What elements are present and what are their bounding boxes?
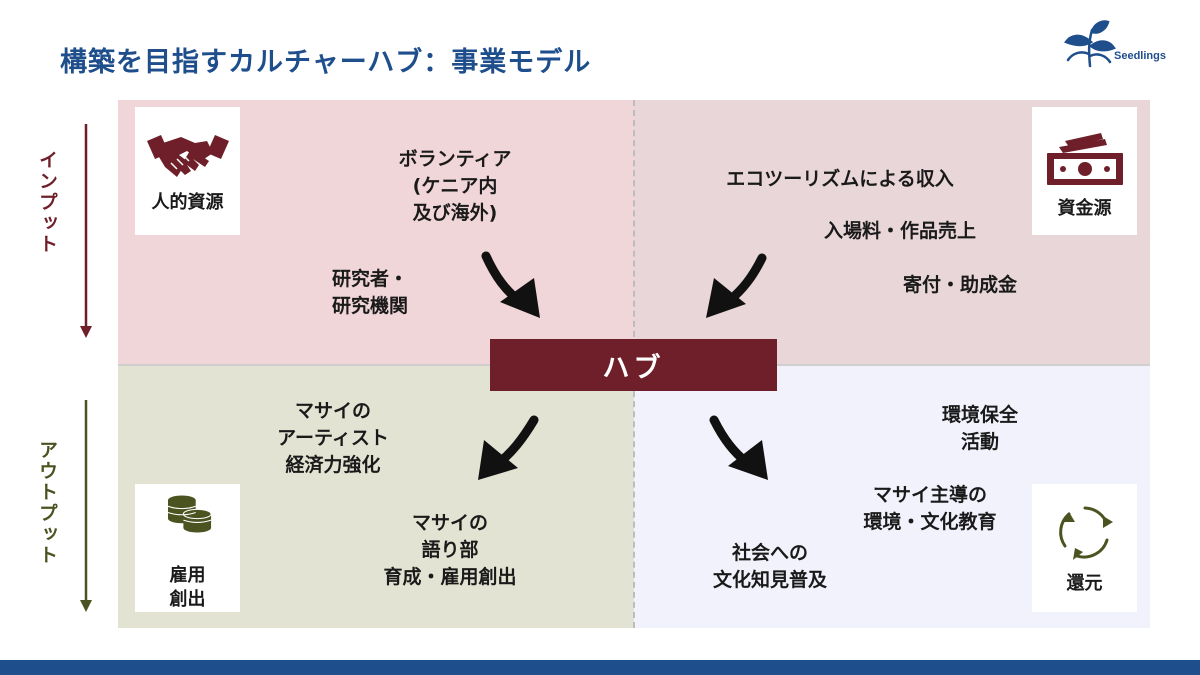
item-cultural-diffusion: 社会への 文化知見普及 [712,542,827,591]
arrow-hub-to-return [709,415,768,480]
card-label-job-creation: 雇用 創出 [170,540,206,612]
card-funding-sources: 資金源 [1032,107,1137,235]
bottom-bar [0,660,1200,675]
item-maasai-education: マサイ主導の 環境・文化教育 [863,484,997,533]
item-volunteers: ボランティア (ケニア内 及び海外) [398,148,512,224]
logo-text: Seedlings [1114,50,1166,62]
output-axis-label: アウトプット [36,440,58,566]
item-admission-sales: 入場料・作品売上 [823,220,976,242]
input-axis-label: インプット [36,150,58,255]
card-label-return: 還元 [1066,573,1103,594]
card-label-funding-sources: 資金源 [1057,198,1112,219]
card-human-resources: 人的資源 [135,107,240,235]
handshake-icon [146,135,229,177]
item-researchers: 研究者・ 研究機関 [331,268,408,317]
item-storyteller-training: マサイの 語り部 育成・雇用創出 [383,512,517,588]
arrow-hub-to-employment [478,415,539,480]
output-axis-arrow [80,400,92,612]
page-title: 構築を目指すカルチャーハブ：事業モデル [60,47,592,78]
item-conservation: 環境保全 活動 [941,404,1018,453]
card-label-human-resources: 人的資源 [151,192,224,213]
input-axis-arrow [80,124,92,338]
arrow-human-to-hub [481,251,540,318]
arrow-funds-to-hub [706,253,767,318]
hub-label: ハブ [602,352,665,384]
hub-box: ハブ [490,339,777,391]
card-job-creation: 雇用 創出 [135,484,240,612]
recycle-arrows-icon [1058,506,1113,560]
item-artist-empowerment: マサイの アーティスト 経済力強化 [277,400,389,476]
money-icon [1046,133,1123,185]
logo: Seedlings [1062,16,1180,68]
card-return: 還元 [1032,484,1137,612]
card-label-job-creation-text: 雇用 創出 [169,565,206,610]
coins-icon [167,495,212,533]
seedling-leaf-icon [1064,20,1116,68]
item-ecotourism-income: エコツーリズムによる収入 [726,168,954,190]
item-donations-grants: 寄付・助成金 [902,274,1017,296]
